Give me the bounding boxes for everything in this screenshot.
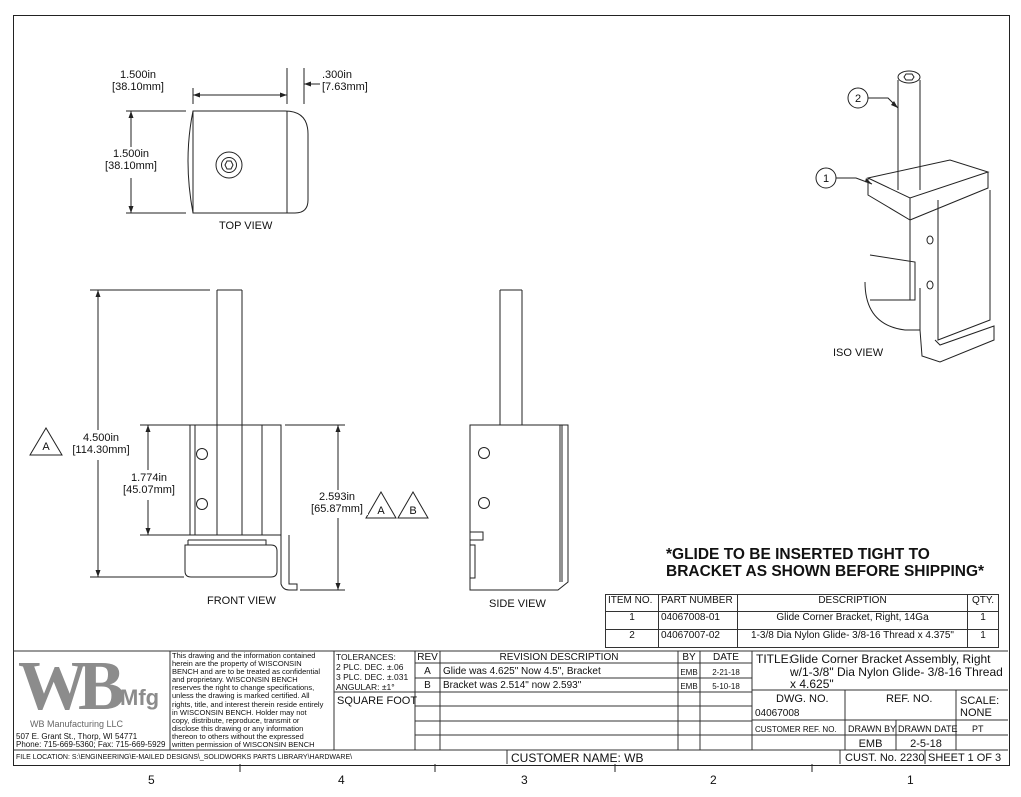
- drawn-by: EMB: [858, 738, 883, 750]
- cust-no: CUST. No. 2230: [845, 752, 925, 764]
- front-view-geometry: [90, 289, 345, 591]
- zone-5: 5: [148, 773, 155, 787]
- scale-value: NONE: [960, 707, 992, 719]
- zone-1: 1: [907, 773, 914, 787]
- tag-a-left: A: [42, 441, 50, 453]
- square-foot: SQUARE FOOT: [337, 695, 418, 707]
- rev-triangle-a-left: [29, 427, 63, 456]
- pt-label: PT: [972, 724, 984, 734]
- scale-label: SCALE:: [960, 695, 1000, 707]
- cust-ref-label: CUSTOMER REF. NO.: [755, 725, 837, 734]
- balloon-1: [815, 167, 837, 189]
- balloon-2: [847, 87, 869, 109]
- file-location: FILE LOCATION: S:\ENGINEERING\E-MAILED D…: [16, 754, 353, 761]
- rev-triangle-b: [397, 490, 429, 519]
- rev-header-by: BY: [682, 652, 696, 663]
- customer-name: CUSTOMER NAME: WB: [511, 751, 644, 765]
- tag-b: B: [409, 505, 416, 517]
- dwg-no-label: DWG. NO.: [776, 693, 829, 705]
- zone-2: 2: [710, 773, 717, 787]
- ref-no-label: REF. NO.: [886, 693, 933, 705]
- legal-notice: This drawing and the information contain…: [172, 651, 324, 750]
- label-side-view: SIDE VIEW: [489, 598, 546, 610]
- drawing-title: Glide Corner Bracket Assembly, Right w/1…: [790, 652, 1003, 691]
- dwg-no: 04067008: [755, 708, 800, 719]
- iso-view-geometry: [836, 70, 995, 363]
- dim-front-mid: 1.774in[45.07mm]: [118, 472, 180, 496]
- rev-header-date: DATE: [713, 652, 739, 663]
- tag-a-right: A: [377, 505, 385, 517]
- dim-top-gap: .300in[7.63mm]: [322, 69, 368, 93]
- rev-row-a-rev: A: [424, 666, 431, 677]
- rev-triangle-a-right: [365, 490, 397, 519]
- dim-top-height: 1.500in[38.10mm]: [101, 148, 161, 172]
- dim-front-right: 2.593in[65.87mm]: [306, 491, 368, 515]
- rev-row-b-rev: B: [424, 680, 431, 691]
- label-front-view: FRONT VIEW: [207, 595, 276, 607]
- rev-header-rev: REV: [417, 652, 438, 663]
- drawn-date: 2-5-18: [910, 738, 942, 750]
- side-view-geometry: [469, 289, 569, 591]
- rev-row-b-by: EMB: [680, 682, 698, 691]
- logo-mfg: Mfg: [120, 685, 160, 710]
- drawing-border: [13, 15, 1010, 766]
- rev-row-a-by: EMB: [680, 668, 698, 677]
- company-logo: WB Mfg WB Manufacturing LLC: [16, 648, 168, 733]
- balloon-2-label: 2: [855, 93, 861, 105]
- drawn-by-label: DRAWN BY: [848, 724, 897, 734]
- tolerances: TOLERANCES: 2 PLC. DEC. ±.06 3 PLC. DEC.…: [336, 652, 409, 692]
- title-label: TITLE:: [756, 652, 793, 666]
- company-phone: Phone: 715-669-5360; Fax: 715-669-5929: [16, 740, 166, 749]
- logo-wb: WB: [18, 648, 125, 725]
- label-top-view: TOP VIEW: [219, 220, 273, 232]
- dim-front-total: 4.500in[114.30mm]: [66, 432, 136, 456]
- sheet-number: SHEET 1 OF 3: [928, 752, 1002, 764]
- balloon-1-label: 1: [823, 173, 829, 185]
- top-view-geometry: [126, 68, 320, 214]
- label-iso-view: ISO VIEW: [833, 347, 884, 359]
- rev-header-desc: REVISION DESCRIPTION: [499, 652, 619, 663]
- drawn-date-label: DRAWN DATE: [898, 724, 958, 734]
- rev-row-b-date: 5-10-18: [712, 682, 740, 691]
- company-address: 507 E. Grant St., Thorp, WI 54771: [16, 732, 138, 741]
- dim-top-width: 1.500in[38.10mm]: [112, 69, 164, 93]
- rev-row-a-date: 2-21-18: [712, 668, 740, 677]
- zone-4: 4: [338, 773, 345, 787]
- zone-3: 3: [521, 773, 528, 787]
- rev-row-b-desc: Bracket was 2.514" now 2.593": [443, 680, 582, 691]
- logo-company-name: WB Manufacturing LLC: [30, 719, 124, 729]
- rev-row-a-desc: Glide was 4.625" Now 4.5", Bracket: [443, 666, 601, 677]
